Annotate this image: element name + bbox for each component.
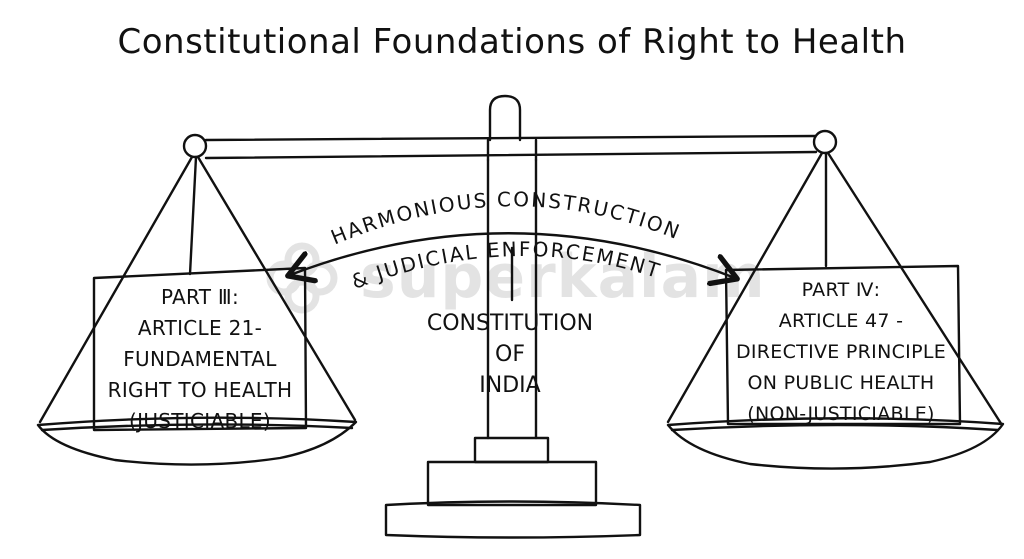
right-pan-line: (NON-JUSTICIABLE) xyxy=(747,403,935,425)
right-pan-line: DIRECTIVE PRINCIPLE xyxy=(735,341,947,363)
left-pan-line: FUNDAMENTAL xyxy=(123,347,277,371)
scale-pillar xyxy=(384,94,642,539)
scale-beam xyxy=(182,129,838,160)
diagram-title: Constitutional Foundations of Right to H… xyxy=(117,22,907,62)
left-scale-pan xyxy=(36,155,358,466)
left-pan-line: (JUSTICIABLE) xyxy=(129,409,271,433)
right-scale-pan xyxy=(666,151,1005,470)
right-pan-line: ON PUBLIC HEALTH xyxy=(747,372,935,394)
left-pan-label: PART Ⅲ: ARTICLE 21- FUNDAMENTAL RIGHT TO… xyxy=(96,282,304,437)
pillar-line: OF xyxy=(495,342,525,367)
harmonious-construction-arrow xyxy=(290,232,735,278)
right-pan-line: PART Ⅳ: xyxy=(801,279,881,301)
right-pan-label: PART Ⅳ: ARTICLE 47 - DIRECTIVE PRINCIPLE… xyxy=(722,275,960,430)
pillar-label: CONSTITUTION OF INDIA xyxy=(410,308,610,401)
pillar-line: CONSTITUTION xyxy=(426,311,594,336)
pillar-line: INDIA xyxy=(479,373,541,398)
left-pan-line: RIGHT TO HEALTH xyxy=(107,378,293,402)
right-pan-line: ARTICLE 47 - xyxy=(778,310,904,332)
left-pan-line: PART Ⅲ: xyxy=(160,285,240,309)
left-pan-line: ARTICLE 21- xyxy=(137,316,263,340)
